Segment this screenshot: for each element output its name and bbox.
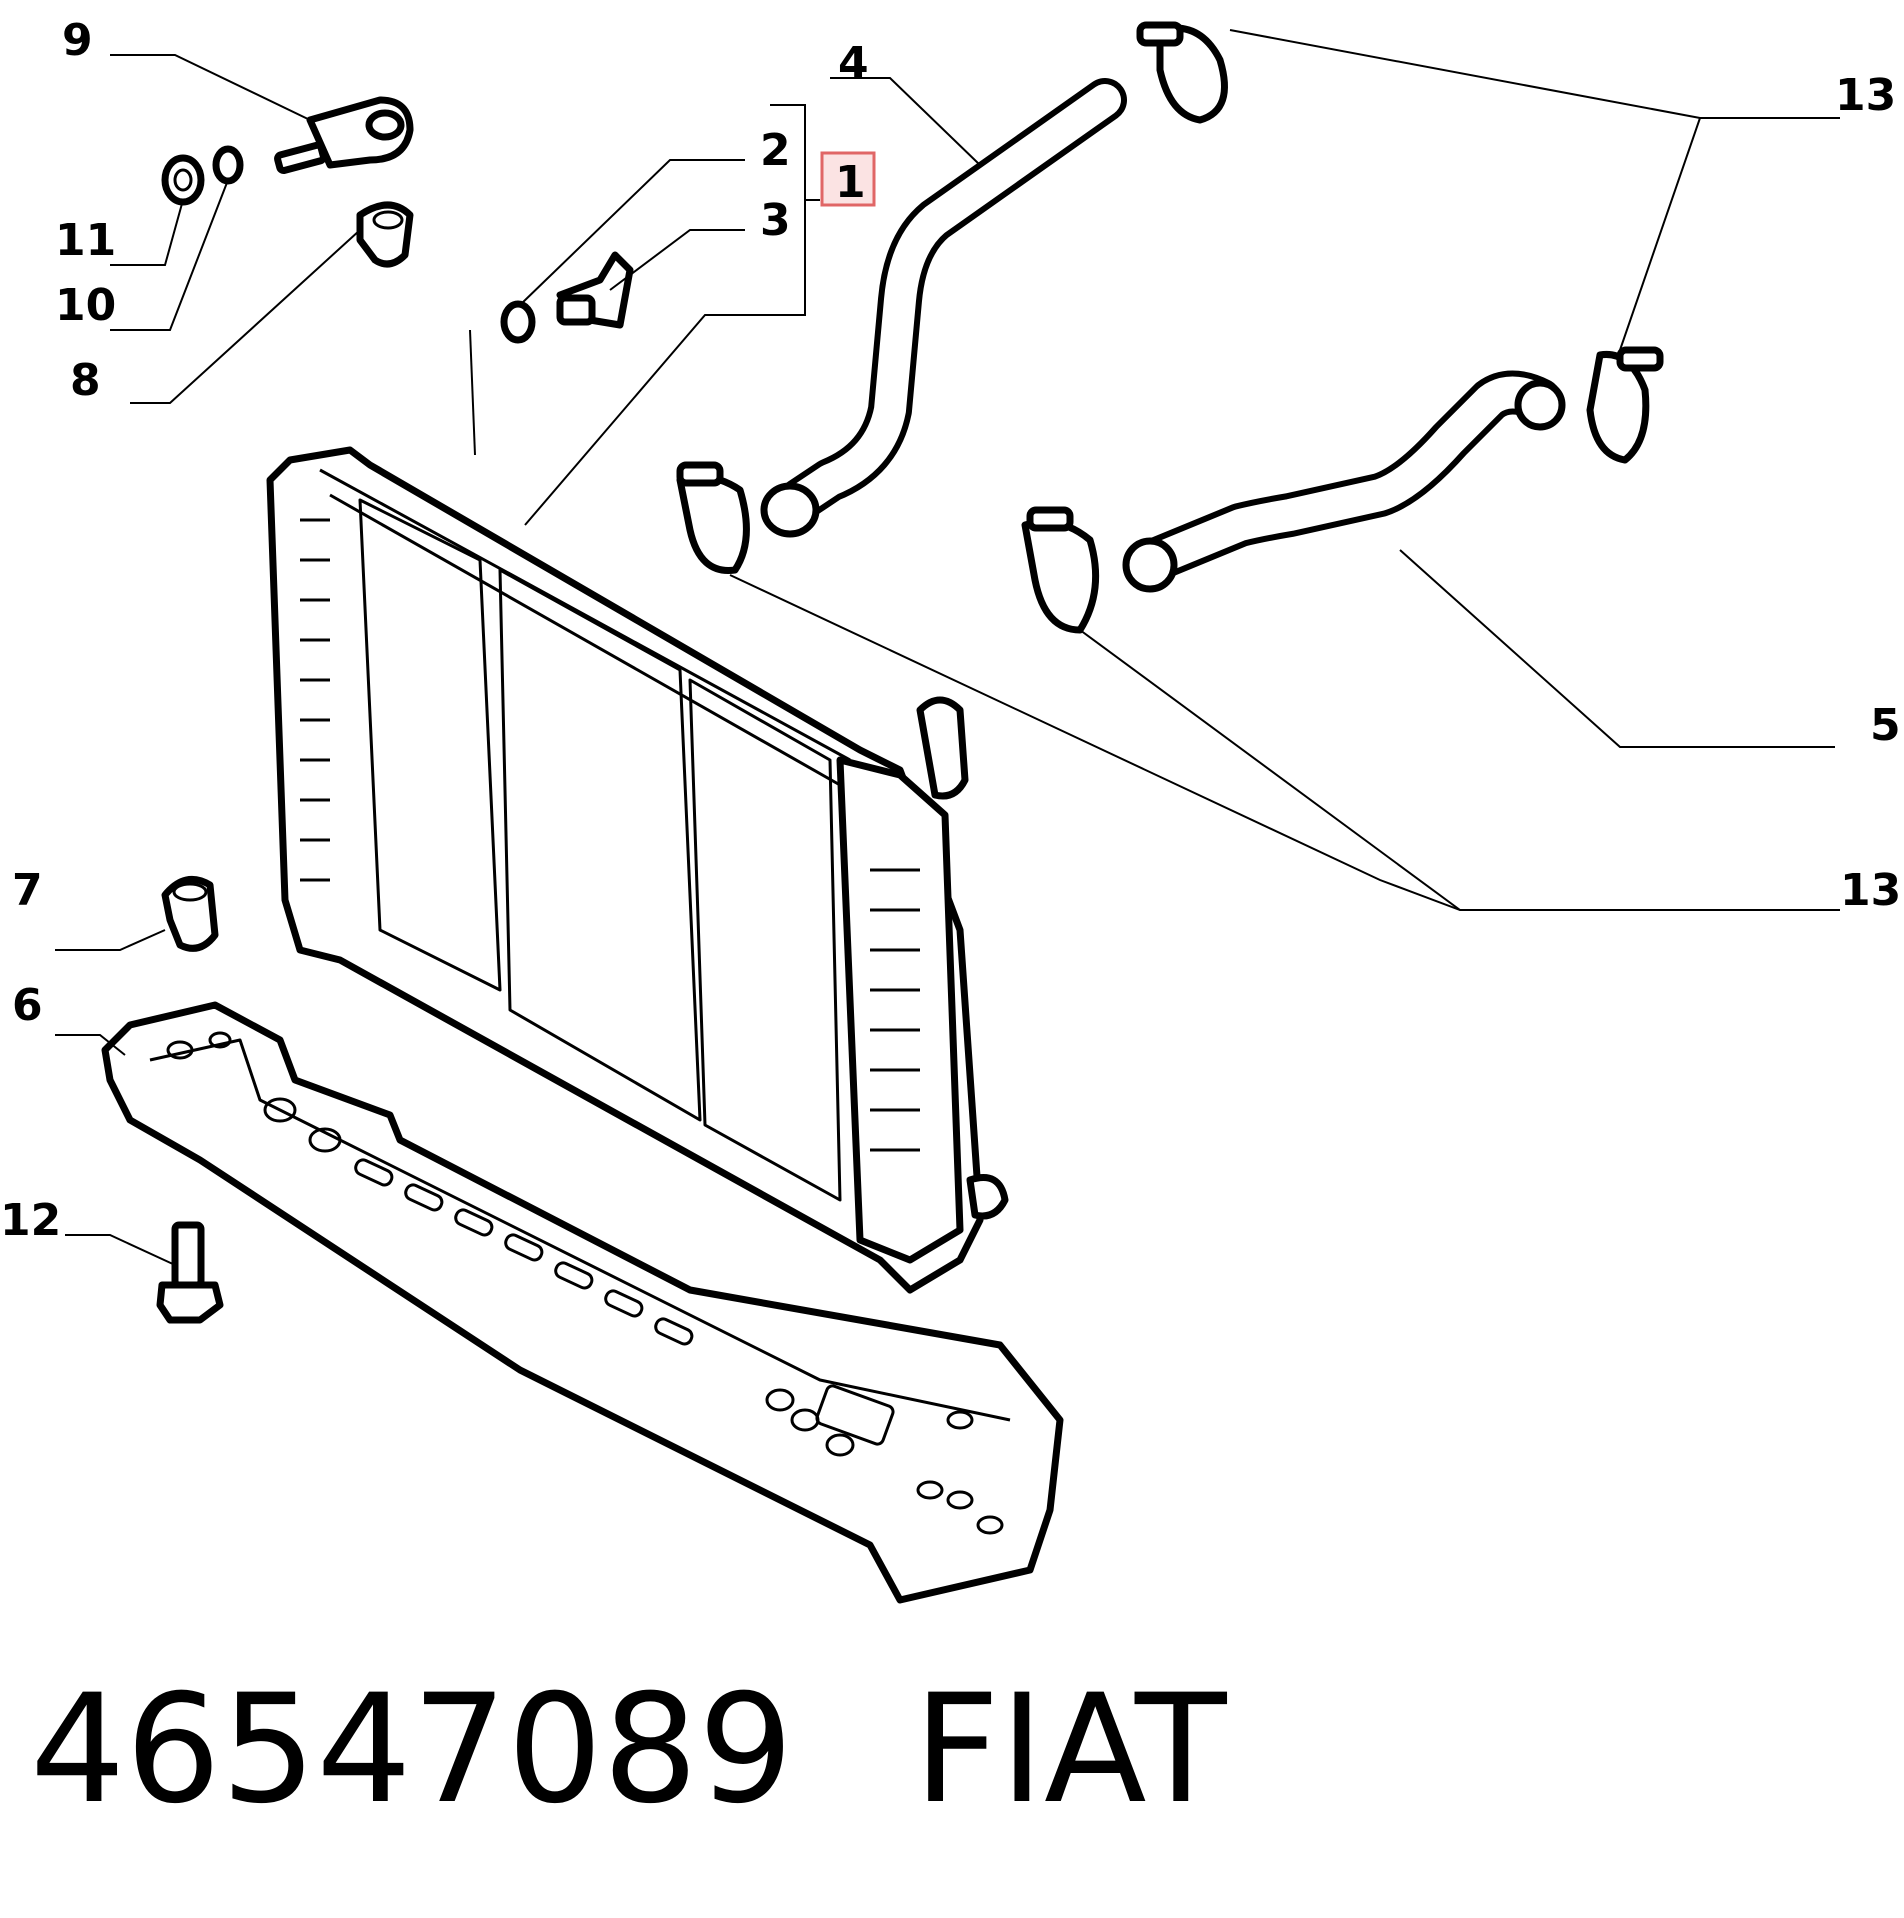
upper-hose	[760, 78, 1127, 538]
rubber-grommet-side	[161, 875, 219, 952]
drain-plug	[556, 251, 634, 329]
bolt	[156, 1221, 224, 1324]
callout-3: 3	[760, 195, 791, 246]
nut	[161, 154, 205, 206]
callout-7: 7	[12, 865, 43, 916]
lower-hose	[1122, 370, 1566, 593]
radiator	[266, 446, 1009, 1294]
brand-name: FIAT	[913, 1663, 1227, 1837]
hose-clamp-top	[1136, 21, 1228, 124]
part-caption: 46547089 FIAT	[30, 1660, 1227, 1840]
leader-lines	[55, 29, 1840, 1266]
hose-clamp-left	[676, 461, 750, 574]
callout-13-bottom: 13	[1840, 865, 1901, 916]
callout-10: 10	[55, 280, 116, 331]
callout-13-top: 13	[1835, 70, 1896, 121]
callout-12: 12	[0, 1195, 61, 1246]
callout-8: 8	[70, 355, 101, 406]
hose-clamp-right	[1586, 346, 1664, 464]
hose-clamp-center	[1021, 506, 1100, 634]
mount-plate	[101, 1001, 1064, 1604]
washer	[212, 145, 244, 185]
bleed-screw	[274, 96, 414, 175]
rubber-grommet-top	[356, 201, 414, 268]
part-number: 46547089	[30, 1663, 794, 1837]
callout-2: 2	[760, 125, 791, 176]
callout-11: 11	[55, 215, 116, 266]
callout-highlight-box	[820, 151, 876, 207]
callout-4: 4	[838, 38, 869, 89]
callout-6: 6	[12, 980, 43, 1031]
callout-1: 1	[835, 157, 866, 208]
o-ring	[500, 300, 536, 344]
callout-5: 5	[1870, 700, 1901, 751]
callout-9: 9	[62, 15, 93, 66]
